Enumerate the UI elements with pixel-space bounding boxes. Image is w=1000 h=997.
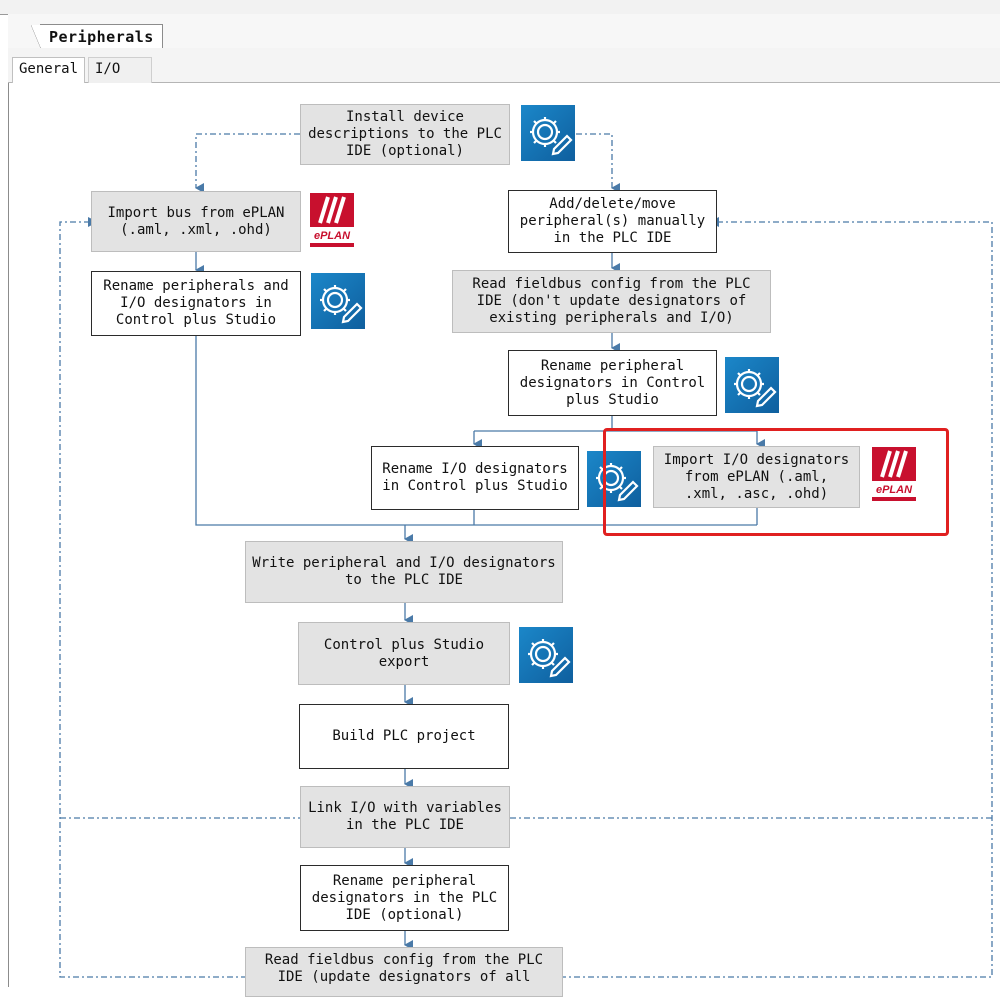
- svg-text:ePLAN: ePLAN: [314, 230, 351, 242]
- tab-io[interactable]: I/O: [88, 57, 152, 83]
- gear-pencil-icon: [587, 451, 641, 507]
- node-build-plc-project: Build PLC project: [299, 704, 509, 769]
- gear-pencil-icon: [521, 105, 575, 161]
- node-install-device-descriptions: Install device descriptions to the PLC I…: [300, 104, 510, 165]
- eplan-logo-icon: ePLAN: [872, 447, 916, 503]
- gear-pencil-icon: [311, 273, 365, 329]
- node-write-designators: Write peripheral and I/O designators to …: [245, 541, 563, 603]
- node-control-plus-studio-export: Control plus Studio export: [298, 622, 510, 685]
- node-read-fieldbus-update: Read fieldbus config from the PLC IDE (u…: [245, 947, 563, 997]
- node-read-fieldbus-no-update: Read fieldbus config from the PLC IDE (d…: [452, 270, 771, 333]
- node-import-bus-eplan: Import bus from ePLAN (.aml, .xml, .ohd): [91, 191, 301, 252]
- node-add-delete-move-peripherals: Add/delete/move peripheral(s) manually i…: [508, 190, 717, 253]
- eplan-logo-icon: ePLAN: [310, 193, 354, 249]
- tab-peripherals[interactable]: Peripherals: [31, 24, 163, 49]
- node-link-io-variables: Link I/O with variables in the PLC IDE: [300, 786, 510, 848]
- node-import-io-designators-eplan: Import I/O designators from ePLAN (.aml,…: [653, 446, 860, 508]
- inner-tab-bar: [8, 48, 1000, 83]
- highlight-box: [603, 428, 949, 536]
- node-rename-peripheral-designators: Rename peripheral designators in Control…: [508, 350, 717, 416]
- node-rename-peripherals-io: Rename peripherals and I/O designators i…: [91, 271, 301, 336]
- svg-text:ePLAN: ePLAN: [876, 484, 913, 496]
- tab-general[interactable]: General: [12, 57, 86, 83]
- node-rename-peripheral-optional: Rename peripheral designators in the PLC…: [300, 865, 509, 931]
- gear-pencil-icon: [725, 357, 779, 413]
- node-rename-io-designators: Rename I/O designators in Control plus S…: [371, 446, 579, 510]
- gear-pencil-icon: [519, 627, 573, 683]
